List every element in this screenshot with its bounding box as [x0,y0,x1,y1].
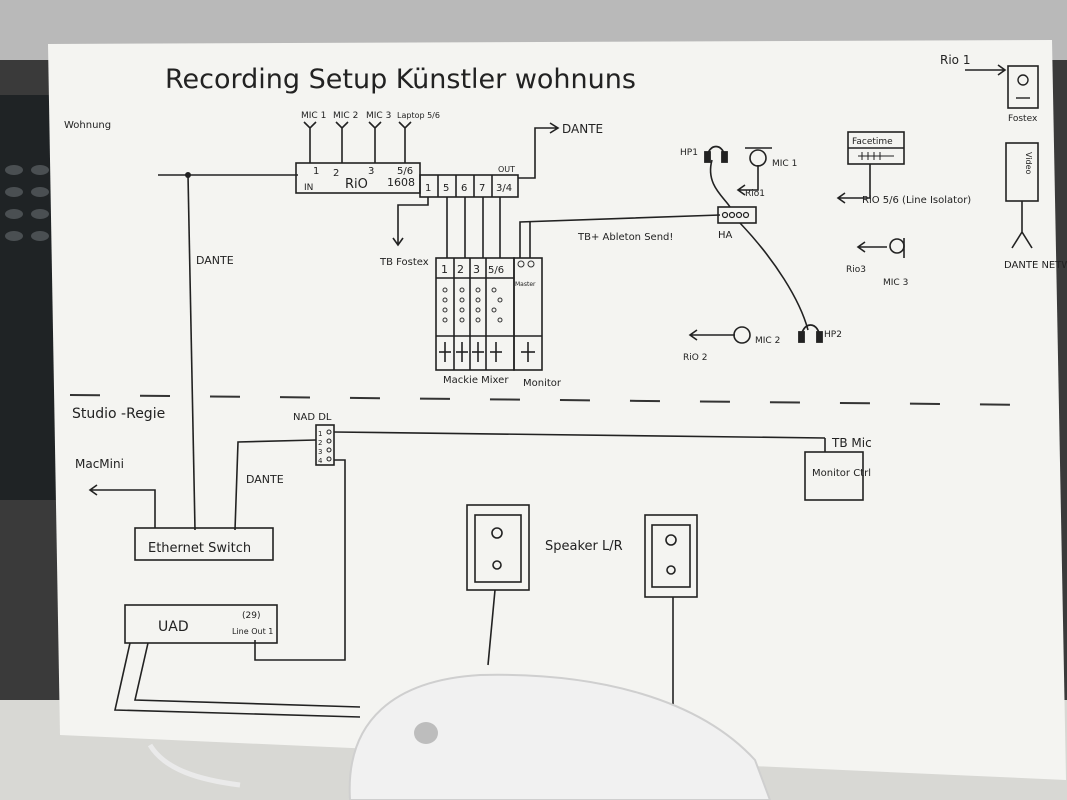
hp1-label: HP1 [680,148,698,158]
ha-rio2-label: RiO 2 [683,353,707,363]
monitor-ctrl-label: Monitor Ctrl [812,468,871,479]
headphone-hp1-icon [704,145,728,163]
rio-in-1: 1 [313,166,319,177]
macmini-label: MacMini [75,457,124,471]
keyboard-keys [5,165,49,241]
headphone-hp2-icon [798,324,823,343]
rio-mic1-label: MIC 1 [301,111,326,121]
uad-line-out: Line Out 1 [232,627,273,636]
tb-mic-label: TB Mic [831,436,872,450]
nadl-port-2: 2 [318,439,322,447]
fostex-label: Fostex [1008,114,1038,124]
dante-vertical-label: DANTE [196,254,234,267]
mouse-cable [147,743,241,788]
facetime-label: Facetime [852,137,893,147]
fostex-rio1-label: Rio 1 [940,53,970,67]
uad-label: UAD [158,619,189,635]
mixer-ch-1: 1 [441,263,448,276]
ha-ports [721,211,750,219]
wiring [88,64,1039,718]
hp2-label: HP2 [824,330,842,340]
rio-out-6: 6 [461,183,467,194]
rio-name: RiO [345,177,368,192]
junction-dot [185,172,191,178]
rio-out-1: 1 [425,183,431,194]
ha-rio1-label: Rio1 [745,189,765,199]
ethernet-switch-label: Ethernet Switch [148,541,251,556]
dante-network-label: DANTE NETWORK [1004,260,1067,271]
facetime-rio-label: RiO 5/6 (Line Isolator) [862,195,971,206]
mic1-icon [745,147,772,167]
nad-ports [326,429,332,462]
title: Recording Setup Künstler wohnuns [165,64,636,95]
speaker-label: Speaker L/R [545,539,623,554]
nadl-port-4: 4 [318,457,323,465]
divider-line [69,394,1041,406]
mouse-scroll-ball [414,722,438,744]
nadl-port-3: 3 [318,448,322,456]
mic2-icon [733,326,751,344]
rio-mic2-label: MIC 2 [333,111,358,121]
rio-laptop-label: Laptop 5/6 [397,111,440,120]
mixer-knobs [442,260,535,323]
mixer-monitor: Monitor [523,378,562,389]
rio-mic3-label: MIC 3 [366,111,391,121]
ha-mic1-label: MIC 1 [772,159,797,169]
video-label: Video [1024,152,1033,175]
tb-send-label: TB+ Ableton Send! [577,232,673,243]
mic3-label: MIC 3 [883,278,908,288]
nadl-label: NAD DL [293,412,332,423]
nadl-port-1: 1 [318,430,322,438]
mixer-ch-3: 3 [473,263,480,276]
rio-in-tag: IN [304,183,313,193]
dante-lower-label: DANTE [246,473,284,486]
mixer-ch-2: 2 [457,263,464,276]
rio-out-7: 7 [479,183,485,194]
tb-fostex-label: TB Fostex [379,257,429,268]
mixer-ch-56: 5/6 [488,265,504,276]
rio-in-3: 3 [368,166,374,177]
section-wohnung: Wohnung [64,120,111,131]
rio-in-56: 5/6 [397,166,413,177]
ha-label: HA [718,230,733,241]
paper-sheet [48,40,1066,780]
ha-mic2-label: MIC 2 [755,336,780,346]
fostex-speaker-icon [1016,74,1030,99]
rio-out-34: 3/4 [496,183,512,194]
uad-num: (29) [242,611,260,621]
facetime-icon [858,152,894,160]
rio-out-5: 5 [443,183,449,194]
rio3-label: Rio3 [846,265,866,275]
mouse [348,673,772,800]
mixer-faders [439,342,535,362]
mixer-name: Mackie Mixer [443,375,509,386]
section-studio: Studio -Regie [72,406,165,422]
mixer-master-label: Master [515,281,536,288]
rio-out-tag: OUT [498,165,515,174]
rio-model: 1608 [387,176,415,189]
rio-in-2: 2 [333,168,339,179]
dante-out-label: DANTE [562,122,603,136]
keyboard [0,95,60,500]
